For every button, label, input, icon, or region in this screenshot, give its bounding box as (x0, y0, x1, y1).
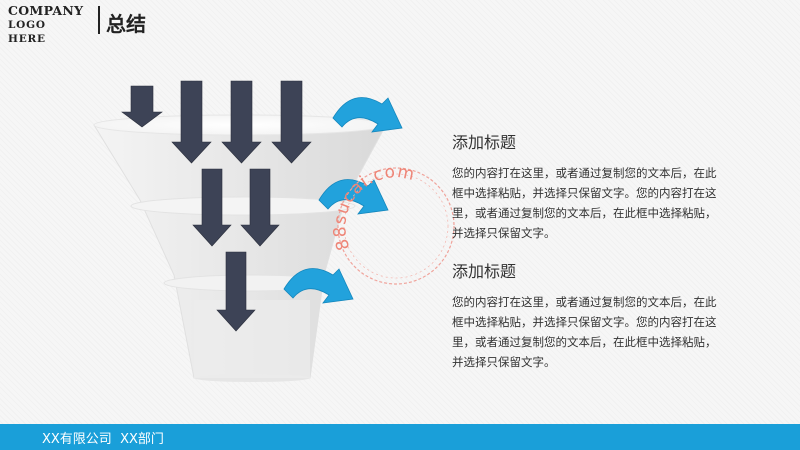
funnel-middle-rim (130, 196, 356, 216)
block-1-title: 添加标题 (452, 133, 517, 152)
down-arrow-icon (271, 80, 312, 164)
curved-arrow-icon (318, 179, 389, 215)
curved-arrow-icon (332, 97, 403, 133)
down-arrow-icon (221, 80, 262, 164)
curved-arrow-icon (283, 268, 354, 304)
down-arrow-icon (240, 168, 280, 247)
watermark-text: 88sucai.com (330, 162, 416, 253)
logo-line-2: LOGO HERE (8, 19, 46, 45)
down-arrow-icon (216, 251, 256, 332)
page-title: 总结 (106, 12, 146, 36)
block-2-title: 添加标题 (452, 262, 517, 281)
logo-line-1: COMPANY (8, 3, 84, 18)
footer-text: XX有限公司 XX部门 (42, 432, 164, 447)
svg-text:88sucai.com: 88sucai.com (330, 162, 417, 253)
text-block-1: 添加标题 您的内容打在这里，或者通过复制您的文本后，在此框中选择粘贴，并选择只保… (452, 133, 724, 243)
watermark-stamp: 88sucai.com (330, 162, 455, 285)
company-logo: COMPANY LOGO HERE (8, 4, 94, 46)
down-arrow-icon (192, 168, 232, 247)
text-block-2: 添加标题 您的内容打在这里，或者通过复制您的文本后，在此框中选择粘贴，并选择只保… (452, 262, 724, 372)
down-arrow-icon (121, 85, 163, 128)
down-arrow-icon (171, 80, 212, 164)
footer-bar: XX有限公司 XX部门 (0, 424, 800, 450)
block-2-body: 您的内容打在这里，或者通过复制您的文本后，在此框中选择粘贴，并选择只保留文字。您… (452, 295, 717, 369)
logo-divider (98, 6, 100, 34)
block-1-body: 您的内容打在这里，或者通过复制您的文本后，在此框中选择粘贴，并选择只保留文字。您… (452, 166, 717, 240)
